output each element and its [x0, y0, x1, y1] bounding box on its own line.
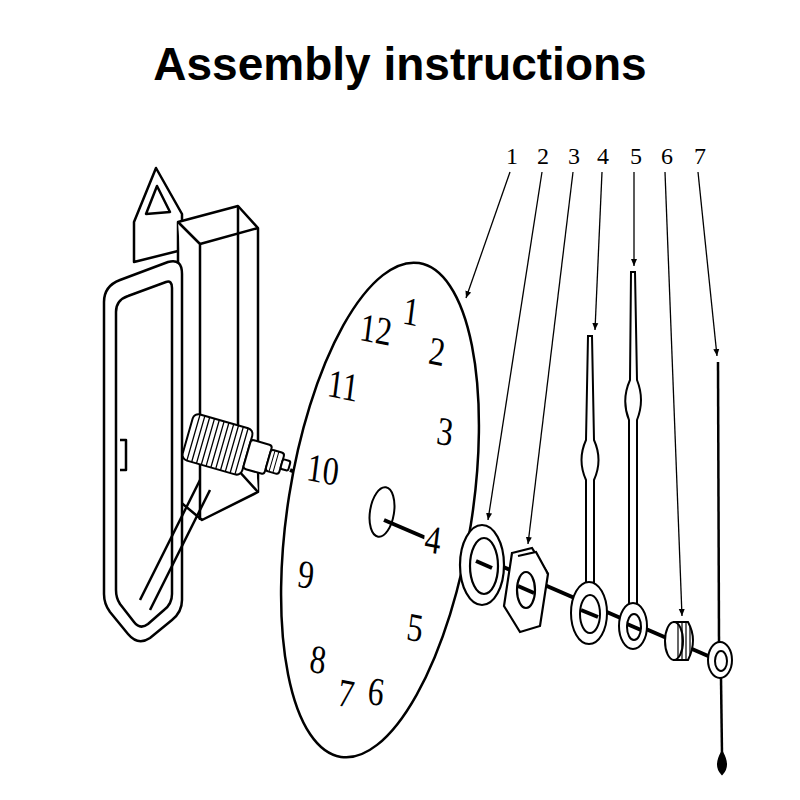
clock-movement — [104, 168, 258, 641]
dial-numeral: 10 — [304, 447, 342, 493]
callout-number: 2 — [537, 144, 549, 168]
second-hand — [708, 362, 732, 774]
callout-number: 4 — [597, 144, 609, 168]
threaded-shaft — [181, 413, 296, 488]
minute-hand — [619, 272, 647, 649]
callout-number: 5 — [630, 144, 642, 168]
cap-nut — [665, 622, 693, 660]
diagram-title: Assembly instructions — [153, 41, 646, 87]
dial-numeral: 11 — [324, 363, 361, 409]
callout-number: 3 — [568, 144, 580, 168]
dial-numeral: 12 — [357, 307, 395, 353]
callout-number: 6 — [661, 144, 673, 168]
washer — [460, 525, 504, 605]
hex-nut — [504, 548, 548, 632]
leader-line — [466, 172, 717, 616]
callout-number: 1 — [506, 144, 518, 168]
hour-hand — [571, 336, 607, 644]
clock-dial — [250, 249, 510, 772]
callout-number: 7 — [694, 144, 706, 168]
